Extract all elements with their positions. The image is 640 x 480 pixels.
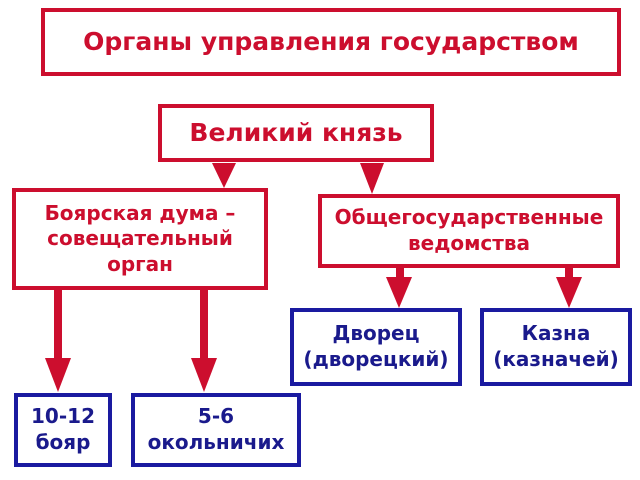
boyar-duma-line-1: Боярская дума –	[44, 200, 236, 225]
palace-line-2: (дворецкий)	[303, 347, 449, 371]
palace-line-1: Дворец	[332, 321, 420, 346]
arrow-ministries-to-treasury	[556, 267, 582, 308]
boyars-line-2: бояр	[35, 430, 91, 454]
arrow-prince-to-duma	[212, 163, 236, 188]
boyar-duma-box: Боярская дума – совещательный орган	[12, 188, 268, 290]
diagram-title: Органы управления государством	[83, 27, 579, 56]
title-box: Органы управления государством	[41, 8, 621, 76]
boyar-duma-line-3: орган	[107, 251, 173, 276]
palace-box: Дворец (дворецкий)	[290, 308, 462, 386]
boyars-line-1: 10-12	[31, 404, 95, 429]
boyar-duma-line-2: совещательный	[47, 226, 233, 251]
treasury-line-2: (казначей)	[493, 347, 619, 371]
treasury-line-1: Казна	[521, 321, 591, 346]
arrow-ministries-to-palace	[386, 267, 412, 308]
okolnichie-box: 5-6 окольничих	[131, 393, 301, 467]
okolnichie-line-1: 5-6	[197, 404, 235, 429]
boyars-box: 10-12 бояр	[14, 393, 112, 467]
ministries-line-2: ведомства	[407, 231, 531, 255]
arrow-prince-to-ministries	[360, 163, 384, 194]
arrow-duma-to-boyars	[45, 288, 71, 392]
grand-prince-box: Великий князь	[158, 104, 434, 162]
ministries-line-1: Общегосударственные	[334, 205, 604, 230]
ministries-box: Общегосударственные ведомства	[318, 194, 620, 268]
okolnichie-line-2: окольничих	[147, 430, 285, 454]
treasury-box: Казна (казначей)	[480, 308, 632, 386]
grand-prince-label: Великий князь	[189, 118, 403, 147]
arrow-duma-to-okolnichie	[191, 288, 217, 392]
